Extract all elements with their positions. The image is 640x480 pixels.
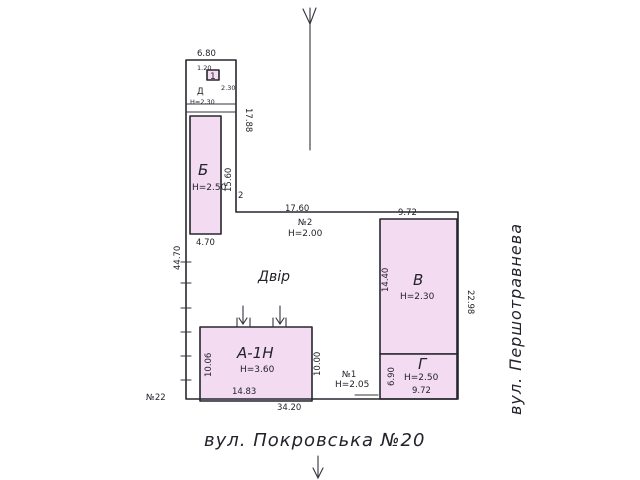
- building-d-height: Н=2.30: [190, 98, 215, 106]
- street-right-label: вул. Першотравнева: [506, 223, 525, 415]
- fence-1-height: Н=2.05: [335, 380, 369, 390]
- building-v-height: Н=2.30: [400, 292, 435, 302]
- building-a-width: 14.83: [232, 387, 256, 397]
- building-b-width: 4.70: [196, 238, 215, 248]
- dim-top: 6.80: [197, 49, 216, 59]
- fence-2-label: №2: [298, 218, 312, 228]
- building-a-length-left: 10.06: [204, 353, 214, 377]
- fence-1-label: №1: [342, 370, 356, 380]
- building-g-width: 9.72: [412, 386, 431, 396]
- building-v-length: 14.40: [381, 268, 391, 292]
- dim-left-total: 44.70: [173, 246, 183, 270]
- building-g: [379, 353, 458, 400]
- building-v: [379, 218, 458, 355]
- building-a: [199, 326, 313, 402]
- street-bottom-label: вул. Покровська №20: [204, 430, 425, 451]
- building-g-height: Н=2.50: [404, 373, 439, 383]
- dim-right-total: 22.98: [465, 290, 475, 314]
- building-b: [189, 115, 222, 235]
- building-g-length: 6.90: [387, 367, 397, 386]
- dim-right-top: 9.72: [398, 208, 417, 218]
- building-d-inner-dim-1: 1.20: [197, 64, 211, 72]
- dim-small-2: 2: [238, 191, 243, 201]
- fence-2-height: Н=2.00: [288, 229, 323, 239]
- box-1: [206, 69, 220, 81]
- box-1-label: 1: [210, 72, 216, 82]
- building-d-letter: Д: [197, 87, 204, 97]
- building-v-letter: В: [413, 271, 423, 289]
- dim-upper-right: 17.88: [243, 108, 253, 132]
- building-b-letter: Б: [198, 161, 208, 179]
- entrance-arrow-icon: [272, 305, 287, 328]
- dim-bottom-total: 34.20: [277, 403, 301, 413]
- yard-label: Двір: [257, 269, 290, 285]
- south-arrow-icon: [312, 455, 324, 480]
- building-a-length-right: 10.00: [313, 352, 323, 376]
- dim-mid-top: 17.60: [285, 204, 309, 214]
- left-boundary-ticks: [180, 261, 192, 381]
- dim-left-marker: №22: [146, 393, 166, 403]
- building-d-inner-dim-2: 2.30: [221, 84, 235, 92]
- north-arrow-icon: [302, 7, 317, 151]
- building-g-letter: Г: [418, 355, 428, 373]
- building-b-length: 15.60: [224, 168, 234, 192]
- entrance-arrow-icon: [236, 305, 251, 328]
- building-a-height: Н=3.60: [240, 365, 275, 375]
- building-b-height: Н=2.50: [192, 183, 227, 193]
- site-boundary: [185, 59, 459, 400]
- building-a-letter: А-1Н: [236, 344, 274, 362]
